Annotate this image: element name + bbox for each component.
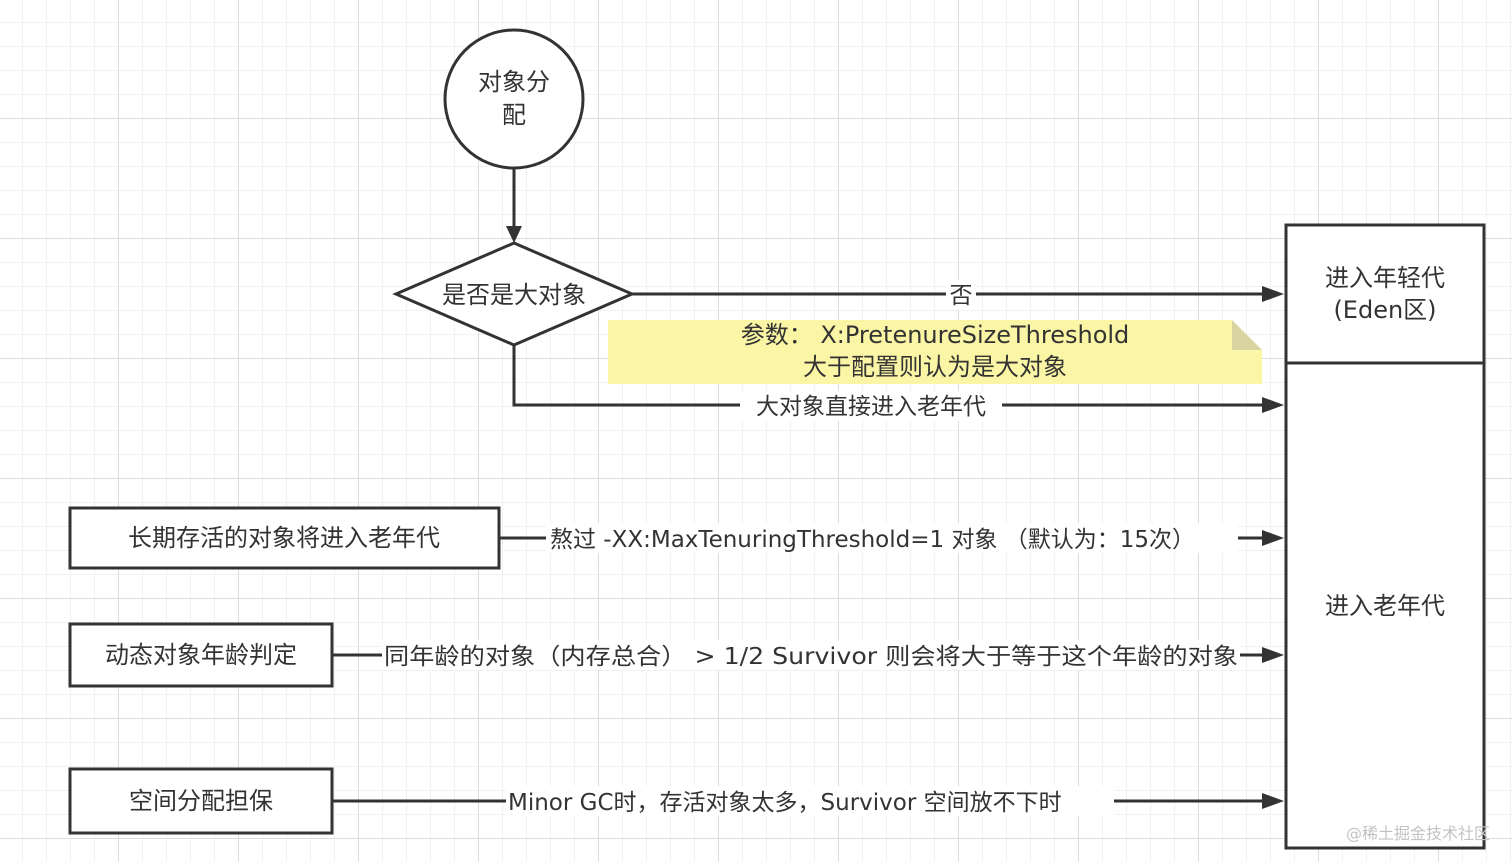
parameter-note: 参数： X:PretenureSizeThreshold 大于配置则认为是大对象	[608, 320, 1262, 384]
young-gen-node[interactable]	[1284, 223, 1486, 365]
edge-label-no: 否	[950, 283, 973, 309]
long-lived-label: 长期存活的对象将进入老年代	[128, 524, 440, 552]
decision-node-label: 是否是大对象	[442, 281, 586, 309]
old-gen-node[interactable]	[1284, 361, 1486, 850]
edge-decision-to-young-gen: 否	[632, 280, 1284, 310]
edge-label-big-object: 大对象直接进入老年代	[756, 394, 986, 420]
young-gen-line-2: (Eden区)	[1333, 296, 1436, 324]
old-gen-label: 进入老年代	[1325, 592, 1445, 620]
edge-long-lived-to-old-gen: 熬过 -XX:MaxTenuringThreshold=1 对象 （默认为：15…	[499, 523, 1284, 553]
arrow-head-down	[506, 226, 522, 243]
arrow-head-right	[1262, 793, 1284, 809]
arrow-head-right	[1262, 530, 1284, 546]
edge-label-guarantee: Minor GC时，存活对象太多，Survivor 空间放不下时	[508, 790, 1062, 816]
long-lived-node[interactable]: 长期存活的对象将进入老年代	[68, 506, 501, 570]
generation-container: 进入年轻代 (Eden区) 进入老年代	[1284, 223, 1486, 850]
start-node[interactable]: 对象分 配	[443, 28, 585, 170]
edge-guarantee-to-old-gen: Minor GC时，存活对象太多，Survivor 空间放不下时	[332, 786, 1284, 816]
note-line-2: 大于配置则认为是大对象	[803, 353, 1067, 381]
note-line-1: 参数： X:PretenureSizeThreshold	[741, 321, 1130, 349]
guarantee-node[interactable]: 空间分配担保	[68, 767, 334, 835]
watermark: @稀土掘金技术社区	[1345, 824, 1490, 843]
edge-label-dynamic-age: 同年龄的对象（内存总合） > 1/2 Survivor 则会将大于等于这个年龄的…	[384, 644, 1238, 670]
start-node-line-2: 配	[502, 101, 526, 129]
dynamic-age-label: 动态对象年龄判定	[105, 641, 297, 669]
edge-start-to-decision	[506, 168, 522, 243]
arrow-head-right	[1262, 397, 1284, 413]
young-gen-line-1: 进入年轻代	[1325, 264, 1445, 292]
arrow-head-right	[1262, 286, 1284, 302]
edge-decision-to-old-gen: 大对象直接进入老年代	[512, 345, 1284, 421]
start-node-line-1: 对象分	[478, 68, 550, 96]
edge-label-long-lived: 熬过 -XX:MaxTenuringThreshold=1 对象 （默认为：15…	[550, 527, 1195, 553]
decision-node[interactable]: 是否是大对象	[392, 241, 636, 347]
arrow-head-right	[1262, 647, 1284, 663]
guarantee-label: 空间分配担保	[129, 787, 273, 815]
edge-dynamic-age-to-old-gen: 同年龄的对象（内存总合） > 1/2 Survivor 则会将大于等于这个年龄的…	[332, 640, 1284, 670]
dynamic-age-node[interactable]: 动态对象年龄判定	[68, 622, 334, 688]
